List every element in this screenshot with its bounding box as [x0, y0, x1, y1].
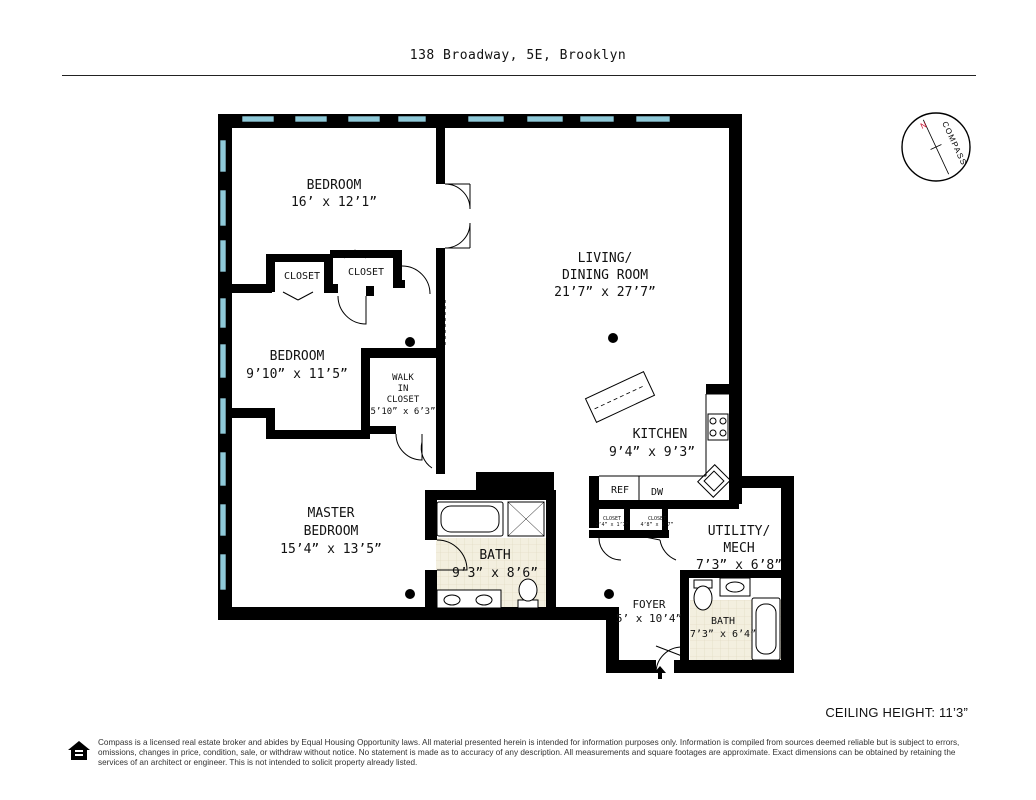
living-line2: DINING ROOM	[562, 268, 648, 283]
dining-table	[584, 371, 656, 423]
master-line1: MASTER	[308, 506, 355, 521]
closet3-size: 2’4” x 1’7”	[595, 522, 628, 528]
walkin-line3: CLOSET	[387, 395, 420, 405]
living-line1: LIVING/	[578, 251, 633, 266]
entry-arrow-icon	[654, 666, 666, 679]
master-line2: BEDROOM	[304, 524, 359, 539]
bedroom2-size: 9’10” x 11’5”	[246, 367, 348, 382]
bedroom1-size: 16’ x 12’1”	[291, 195, 377, 210]
columns	[405, 333, 618, 599]
title-divider	[62, 75, 976, 76]
interior-walls	[232, 128, 794, 660]
ref-label: REF	[611, 485, 629, 496]
closet4-size: 4’8” x 1’7”	[640, 522, 673, 528]
closet1-label: CLOSET	[284, 271, 320, 282]
bath1-name: BATH	[479, 548, 510, 563]
bath1-size: 9’3” x 8’6”	[452, 566, 538, 581]
disclaimer: Compass is a licensed real estate broker…	[98, 738, 960, 767]
bath2-fixtures	[693, 577, 781, 661]
utility-line2: MECH	[723, 541, 754, 556]
bath2-name: BATH	[711, 616, 735, 627]
utility-size: 7’3” x 6’8”	[696, 558, 782, 573]
doors	[282, 183, 683, 674]
closet2-label: CLOSET	[348, 267, 384, 278]
utility-line1: UTILITY/	[708, 524, 771, 539]
room-labels: BEDROOM 16’ x 12’1” CLOSET CLOSET LIVING…	[246, 178, 782, 640]
kitchen-name: KITCHEN	[633, 427, 688, 442]
compass-icon: N COMPASS	[901, 112, 971, 182]
bath2-size: 7’3” x 6’4”	[690, 629, 756, 640]
windows	[219, 115, 671, 591]
walkin-line1: WALK	[392, 373, 414, 383]
bedroom1-name: BEDROOM	[307, 178, 362, 193]
dw-label: DW	[651, 487, 664, 498]
kitchen-fixtures	[599, 393, 731, 500]
living-size: 21’7” x 27’7”	[554, 285, 656, 300]
walkin-size: 5’10” x 6’3”	[370, 407, 435, 417]
bath1-fixtures	[436, 501, 545, 609]
foyer-size: 5’ x 10’4”	[616, 612, 682, 625]
master-size: 15’4” x 13’5”	[280, 542, 382, 557]
foyer-name: FOYER	[632, 598, 665, 611]
closet4-name: CLOSET	[648, 516, 666, 522]
page-title: 138 Broadway, 5E, Brooklyn	[409, 48, 627, 63]
walkin-line2: IN	[398, 384, 409, 394]
ceiling-height: CEILING HEIGHT: 11’3”	[825, 705, 968, 720]
compass-north: N	[919, 120, 928, 131]
kitchen-size: 9’4” x 9’3”	[609, 445, 695, 460]
equal-housing-icon	[68, 741, 90, 760]
closet3-name: CLOSET	[603, 516, 621, 522]
bedroom2-name: BEDROOM	[270, 349, 325, 364]
